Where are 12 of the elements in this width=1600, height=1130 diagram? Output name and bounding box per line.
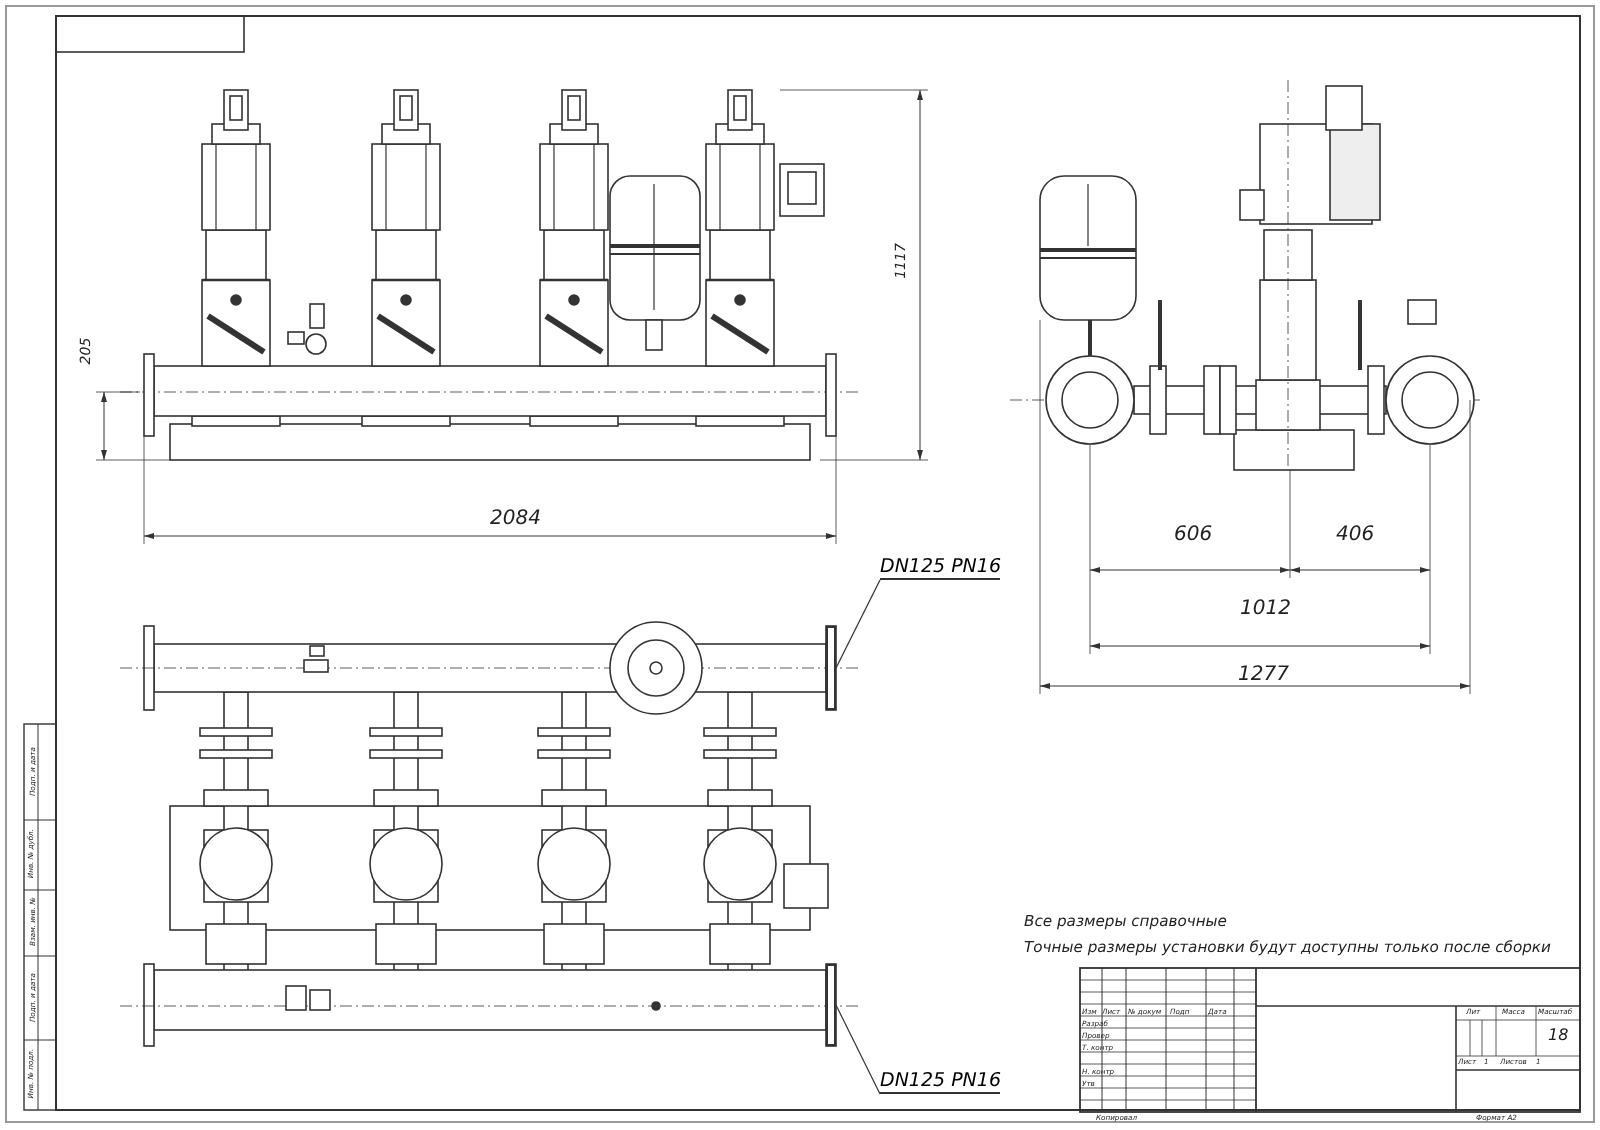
callout-label: DN125 PN16 bbox=[880, 556, 1000, 580]
dimension-label: 406 bbox=[1336, 526, 1375, 546]
leader-line bbox=[835, 1004, 881, 1095]
dimension-label: 1012 bbox=[1240, 600, 1291, 620]
leader-line bbox=[835, 579, 881, 669]
callout-label: DN125 PN16 bbox=[880, 1070, 1000, 1094]
dimension-label: 1277 bbox=[1238, 666, 1289, 686]
dimension-label: 606 bbox=[1174, 526, 1213, 546]
scale-value: 18 bbox=[1548, 1028, 1569, 1044]
dimension-label: 2084 bbox=[490, 510, 541, 530]
flange-part bbox=[826, 626, 836, 710]
flange-part bbox=[826, 964, 836, 1046]
